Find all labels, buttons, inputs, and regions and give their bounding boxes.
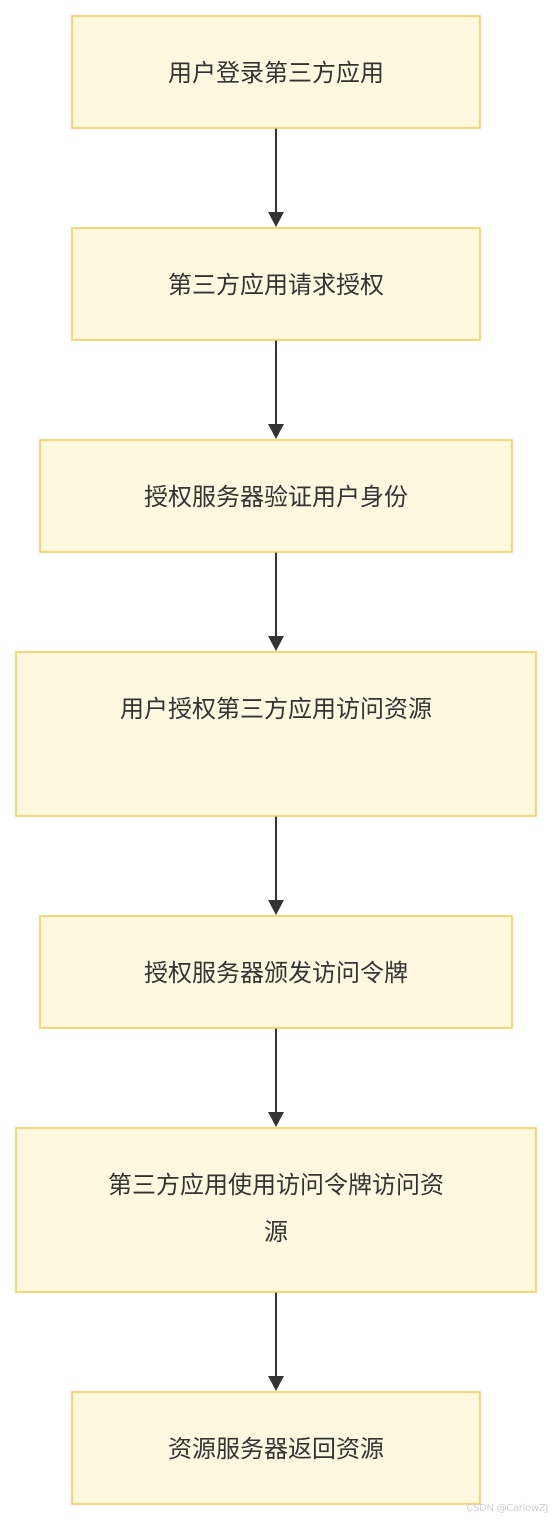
flow-node-box	[15, 1127, 537, 1293]
flow-node-label: 资源服务器返回资源	[168, 1435, 384, 1463]
flow-node-box	[71, 227, 481, 341]
flow-arrow-1	[268, 128, 284, 227]
flow-node-label: 源	[264, 1218, 288, 1246]
flow-node-box	[71, 15, 481, 129]
flow-node-label: 第三方应用请求授权	[168, 271, 384, 299]
csdn-watermark: CSDN @CarlowZJ	[466, 1503, 548, 1514]
flow-node-4: 用户授权第三方应用访问资源	[15, 651, 537, 817]
flow-node-1: 用户登录第三方应用	[71, 15, 481, 129]
flow-arrowhead	[268, 1376, 284, 1391]
flow-node-5: 授权服务器颁发访问令牌	[39, 915, 513, 1029]
flow-arrow-2	[268, 340, 284, 439]
edges-layer	[268, 128, 284, 1391]
flow-node-7: 资源服务器返回资源	[71, 1391, 481, 1505]
flow-arrowhead	[268, 1112, 284, 1127]
flow-arrow-6	[268, 1292, 284, 1391]
flow-node-3: 授权服务器验证用户身份	[39, 439, 513, 553]
flow-arrowhead	[268, 424, 284, 439]
flow-arrowhead	[268, 636, 284, 651]
flow-arrowhead	[268, 212, 284, 227]
flow-node-label: 授权服务器验证用户身份	[144, 483, 408, 511]
flow-node-box	[15, 651, 537, 817]
flow-node-label: 用户登录第三方应用	[168, 59, 384, 87]
flow-node-label: 第三方应用使用访问令牌访问资	[108, 1171, 444, 1199]
flow-arrow-5	[268, 1028, 284, 1127]
flow-node-label: 授权服务器颁发访问令牌	[144, 959, 408, 987]
flow-arrowhead	[268, 900, 284, 915]
flow-node-2: 第三方应用请求授权	[71, 227, 481, 341]
flow-arrow-3	[268, 552, 284, 651]
flow-node-box	[39, 439, 513, 553]
nodes-layer: 用户登录第三方应用第三方应用请求授权授权服务器验证用户身份用户授权第三方应用访问…	[15, 15, 537, 1505]
flow-node-box	[39, 915, 513, 1029]
flow-node-label: 用户授权第三方应用访问资源	[120, 695, 432, 723]
flow-arrow-4	[268, 816, 284, 915]
flow-node-box	[71, 1391, 481, 1505]
